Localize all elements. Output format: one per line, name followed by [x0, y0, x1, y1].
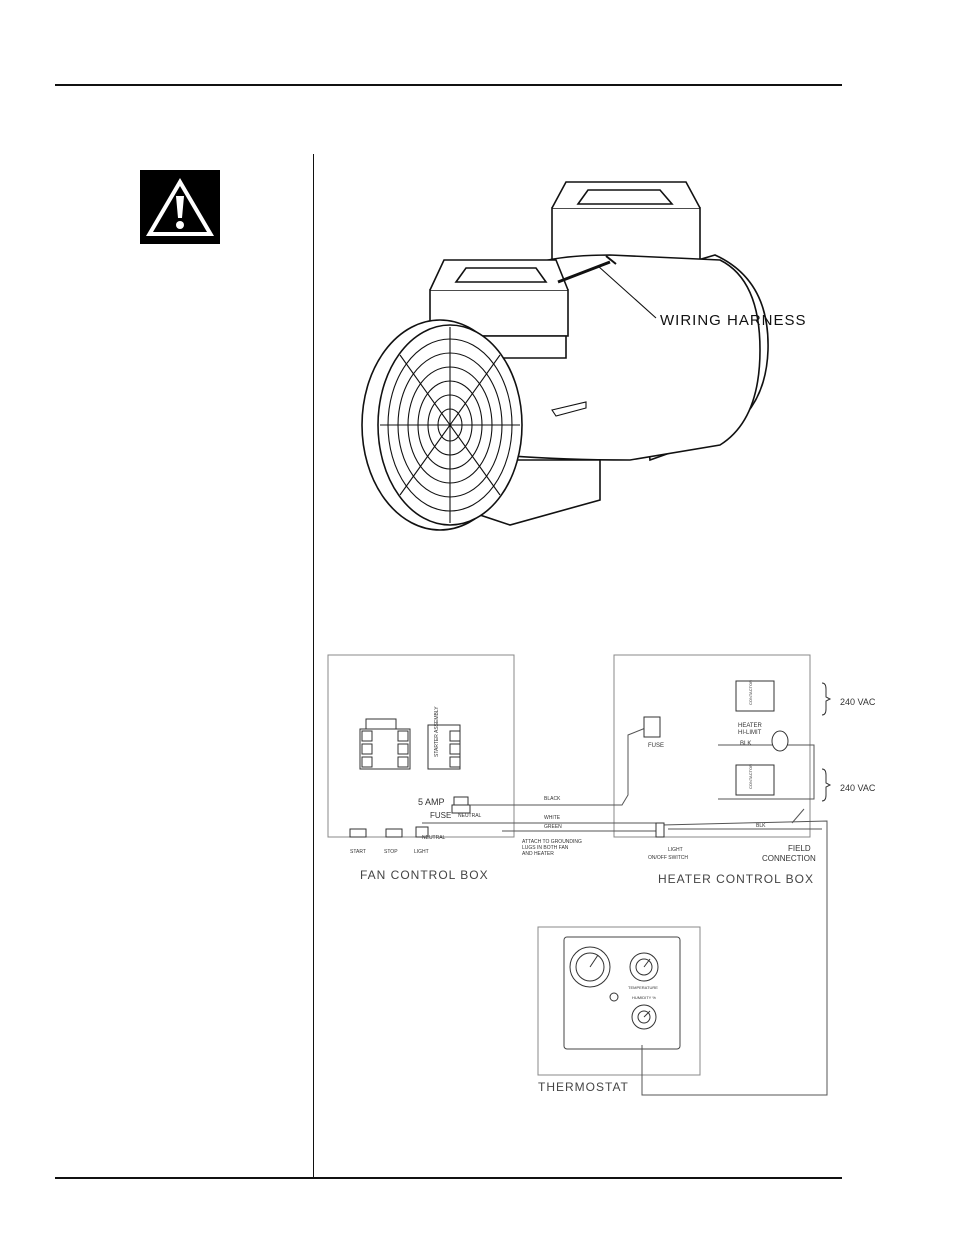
fan-fuse-label: FUSE — [430, 811, 451, 820]
fan-control-box — [327, 654, 515, 838]
temperature-label: TEMPERATURE — [628, 985, 658, 990]
wire-white-label: WHITE — [544, 815, 561, 821]
field-label-1: FIELD — [788, 844, 811, 853]
ground-note-1: ATTACH TO GROUNDING — [522, 839, 582, 845]
starter-assembly-label: STARTER ASSEMBLY — [434, 706, 440, 757]
heater-blk-label: BLK — [740, 741, 751, 747]
bottom-rule — [55, 1177, 842, 1179]
vac-label-2: 240 VAC — [840, 783, 876, 793]
ground-note-2: LUGS IN BOTH FAN — [522, 845, 569, 851]
wiring-diagram: STARTER ASSEMBLY 5 AMP FUSE NEUTRAL STAR… — [327, 654, 876, 1096]
heater-box-title: HEATER CONTROL BOX — [658, 872, 814, 886]
top-rule — [55, 84, 842, 86]
field-label-2: CONNECTION — [762, 854, 816, 863]
vac-label-1: 240 VAC — [840, 697, 876, 707]
thermostat-box — [537, 926, 701, 1076]
contactor-1-label: CONTACTOR — [748, 680, 753, 705]
heater-fuse-label: FUSE — [648, 743, 664, 749]
wire-green-label: GREEN — [544, 824, 562, 830]
hi-limit-label-2: HI-LIMIT — [738, 730, 762, 736]
wire-black-label: BLACK — [544, 796, 561, 802]
wiring-harness-label: WIRING HARNESS — [660, 312, 807, 329]
start-button-label: START — [350, 849, 366, 855]
humidity-label: HUMIDITY % — [632, 995, 656, 1000]
fan-box-title: FAN CONTROL BOX — [360, 868, 489, 882]
light-button-label: LIGHT — [414, 849, 429, 855]
stop-button-label: STOP — [384, 849, 398, 855]
contactor-2-label: CONTACTOR — [748, 764, 753, 789]
wire-blk-label: BLK — [756, 823, 766, 829]
on-off-switch-label: ON/OFF SWITCH — [648, 855, 688, 861]
wire-neutral-label: NEUTRAL — [458, 813, 482, 819]
ground-note-3: AND HEATER — [522, 851, 554, 857]
light-label: LIGHT — [668, 847, 683, 853]
hi-limit-label-1: HEATER — [738, 723, 763, 729]
heater-control-box — [613, 654, 811, 838]
thermostat-title: THERMOSTAT — [538, 1080, 629, 1094]
warning-icon — [140, 170, 220, 244]
fan-heater-illustration: WIRING HARNESS — [361, 181, 807, 531]
fan-neutral-label: NEUTRAL — [422, 835, 446, 841]
fuse-rating-label: 5 AMP — [418, 797, 445, 807]
column-divider — [313, 154, 314, 1178]
